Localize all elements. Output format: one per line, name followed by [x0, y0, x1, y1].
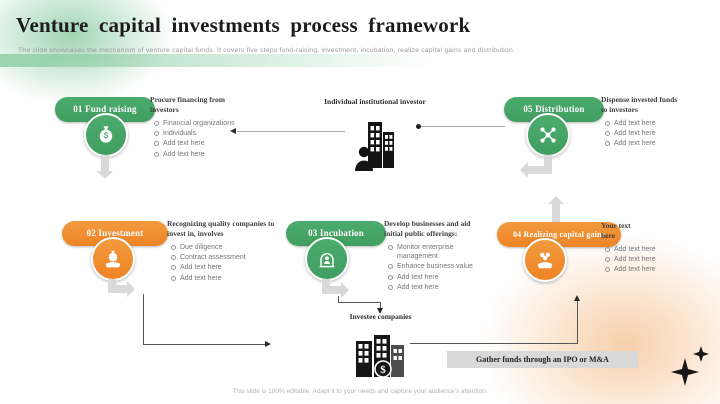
step-03-bullet: Add text here	[388, 273, 492, 282]
slide-subtitle: The slide showcases the mechanism of ven…	[18, 47, 513, 54]
bullet-marker-icon	[171, 244, 176, 250]
bullet-marker-icon	[605, 120, 610, 126]
connector-investee-to-step4-h	[410, 343, 578, 344]
connector-step2-to-investee-h	[143, 344, 265, 345]
step-01-circle	[84, 113, 128, 157]
step-04-textblock: Your text here Add text here Add text he…	[601, 221, 671, 276]
step-05-circle	[526, 113, 570, 157]
step-01-heading: Procure financing from investors	[150, 95, 225, 114]
coin-dollar-symbol: $	[380, 364, 386, 376]
step-05-bullet: Add text here	[605, 119, 716, 128]
hand-coins-icon	[537, 252, 553, 269]
bullet-marker-icon	[388, 274, 393, 280]
investor-node-label: Individual institutional investor	[324, 97, 426, 106]
step-04-bullet: Add text here	[605, 255, 671, 264]
step-05-textblock: Dispense invested funds to investors Add…	[601, 95, 716, 150]
connector-investee-to-step4-v	[577, 301, 578, 344]
step-03-heading: Develop businesses and aid initial publi…	[384, 219, 471, 238]
bullet-marker-icon	[154, 151, 159, 157]
step-02-bullet: Add text here	[171, 274, 302, 283]
bullet-marker-icon	[171, 254, 176, 260]
sparkle-stars-icon	[671, 346, 709, 386]
connector-step3-to-investee-h	[338, 302, 381, 303]
slide-footer: This slide is 100% editable. Adapt it to…	[232, 388, 488, 395]
step-03-bullet: Enhance business value	[388, 262, 492, 271]
step-02-circle	[91, 237, 135, 281]
green-band-decoration	[0, 54, 430, 67]
connector-step5-elbow-v	[544, 155, 552, 174]
bullet-marker-icon	[605, 246, 610, 252]
connector-step3-to-investee-v1	[338, 296, 339, 303]
step-02-textblock: Recognizing quality companies to invest …	[167, 219, 302, 284]
step-01-bullet: Individuals	[154, 129, 250, 138]
connector-step2-to-investee-arrow	[265, 341, 271, 347]
connector-step5-elbow-arrow	[520, 162, 528, 178]
connector-step3-to-investee-v2	[380, 302, 381, 309]
hand-money-icon	[105, 250, 121, 268]
investor-building-icon	[355, 122, 394, 171]
bullet-marker-icon	[605, 256, 610, 262]
bullet-marker-icon	[154, 120, 159, 126]
step-02-bullet: Due diligence	[171, 243, 302, 252]
investee-node-label: Investee companies	[349, 312, 412, 321]
bullet-marker-icon	[388, 244, 393, 250]
step-02-bullet: Contract assessment	[171, 253, 302, 262]
connector-investee-to-step4-arrow	[574, 295, 580, 301]
bullet-marker-icon	[605, 130, 610, 136]
orange-glow-decoration	[480, 234, 720, 404]
bullet-marker-icon	[171, 275, 176, 281]
step-05-heading: Dispense invested funds to investors	[601, 95, 678, 114]
connector-step3-elbow-h	[322, 286, 342, 294]
connector-investor-to-step1-line	[237, 131, 345, 132]
gather-funds-box: Gather funds through an IPO or M&A	[447, 351, 638, 368]
connector-step1-down-arrow	[97, 171, 113, 179]
step-03-bullet: Add text here	[388, 283, 492, 292]
step-04-heading: Your text here	[601, 221, 631, 240]
connector-step3-elbow-arrow	[341, 282, 349, 298]
connector-step5-elbow-h	[528, 166, 546, 174]
step-03-textblock: Develop businesses and aid initial publi…	[384, 219, 492, 294]
bullet-marker-icon	[154, 141, 159, 147]
slide-title: Venture capital investments process fram…	[16, 13, 471, 37]
step-03-circle	[305, 237, 349, 281]
connector-step4-up-arrow	[548, 196, 564, 204]
bullet-marker-icon	[171, 265, 176, 271]
connector-step3-to-investee-arrow	[377, 308, 383, 314]
green-blob-decoration	[0, 0, 175, 105]
bullet-marker-icon	[388, 264, 393, 270]
step-01-bullet: Add text here	[154, 150, 250, 159]
connector-step2-elbow-h	[108, 285, 128, 293]
step-01-bullet: Financial organizations	[154, 119, 250, 128]
step-02-heading: Recognizing quality companies to invest …	[167, 219, 275, 238]
bullet-marker-icon	[605, 267, 610, 273]
bullet-marker-icon	[605, 141, 610, 147]
incubation-person-icon	[319, 252, 335, 268]
bullet-marker-icon	[154, 130, 159, 136]
step-02-bullet: Add text here	[171, 263, 302, 272]
connector-step5-to-investor-line	[421, 126, 505, 127]
step-01-bullet: Add text here	[154, 139, 250, 148]
connector-step4-up-shaft	[552, 203, 560, 222]
connector-investor-to-step1-arrow	[230, 128, 236, 134]
connector-step1-down-shaft	[101, 155, 109, 171]
step-03-bullet: Monitor enterprise management	[388, 243, 476, 262]
connector-step5-to-investor-arrow	[416, 124, 421, 129]
money-bag-icon	[99, 126, 113, 143]
step-04-bullet: Add text here	[605, 265, 671, 274]
step-04-circle	[523, 238, 567, 282]
bullet-marker-icon	[388, 285, 393, 291]
connector-step2-to-investee-v	[143, 294, 144, 345]
step-04-bullet: Add text here	[605, 245, 671, 254]
step-05-bullet: Add text here	[605, 139, 716, 148]
distribution-network-icon	[540, 127, 556, 143]
investee-buildings-icon: $	[356, 335, 404, 378]
step-01-textblock: Procure financing from investors Financi…	[150, 95, 250, 160]
connector-step2-elbow-arrow	[127, 281, 135, 297]
step-05-bullet: Add text here	[605, 129, 716, 138]
